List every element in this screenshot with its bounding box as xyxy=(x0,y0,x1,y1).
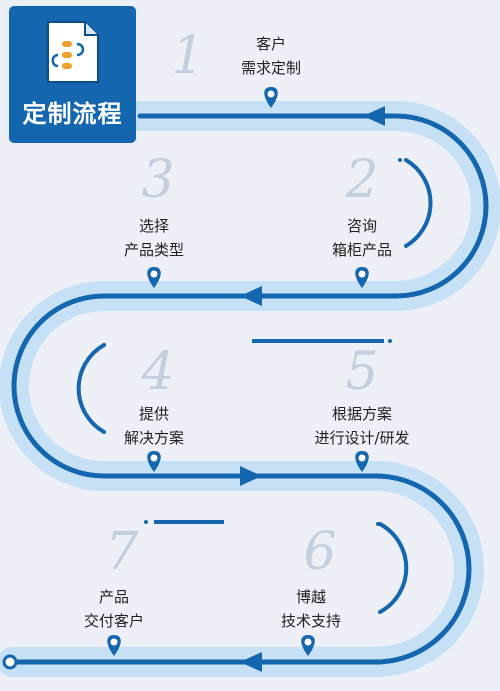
arrow-right-icon xyxy=(363,106,385,126)
decor-arc xyxy=(404,158,433,248)
step-label: 选择 产品类型 xyxy=(123,217,184,259)
location-pin-icon xyxy=(147,451,161,472)
step-number: 7 xyxy=(105,522,139,582)
arrow-left-icon xyxy=(240,652,262,672)
decor-dot xyxy=(102,343,106,347)
step-number: 3 xyxy=(141,150,175,210)
step-label: 产品 交付客户 xyxy=(83,588,144,630)
step-label: 提供 解决方案 xyxy=(123,405,184,447)
location-pin-icon xyxy=(355,451,369,472)
step-label: 客户 需求定制 xyxy=(240,35,301,77)
decor-arc xyxy=(378,522,409,614)
step-label: 咨询 箱柜产品 xyxy=(331,217,392,259)
step-label: 根据方案 进行设计/研发 xyxy=(314,405,410,447)
step-number: 4 xyxy=(141,342,175,402)
step-number: 6 xyxy=(303,522,337,582)
header-badge: 定制流程 xyxy=(9,6,136,143)
decor-arc xyxy=(76,343,106,434)
location-pin-icon xyxy=(355,267,369,288)
step-label: 博越 技术支持 xyxy=(280,588,341,630)
location-pin-icon xyxy=(264,87,278,108)
location-pin-icon xyxy=(107,635,121,656)
decor-dot xyxy=(398,158,402,162)
step-number: 5 xyxy=(345,342,379,402)
path-line xyxy=(9,113,489,665)
arrow-left-icon xyxy=(240,286,262,306)
end-point-icon xyxy=(2,654,18,670)
page-title: 定制流程 xyxy=(22,100,123,128)
arrow-right-icon xyxy=(240,466,262,486)
location-pin-icon xyxy=(147,267,161,288)
decor-dot xyxy=(376,522,380,526)
step-number: 1 xyxy=(171,26,205,86)
step-number: 2 xyxy=(345,150,379,210)
process-document-icon xyxy=(47,21,99,83)
decor-dot xyxy=(144,520,148,524)
path-glow xyxy=(0,101,500,677)
location-pin-icon xyxy=(301,635,315,656)
decor-dot xyxy=(388,339,392,343)
